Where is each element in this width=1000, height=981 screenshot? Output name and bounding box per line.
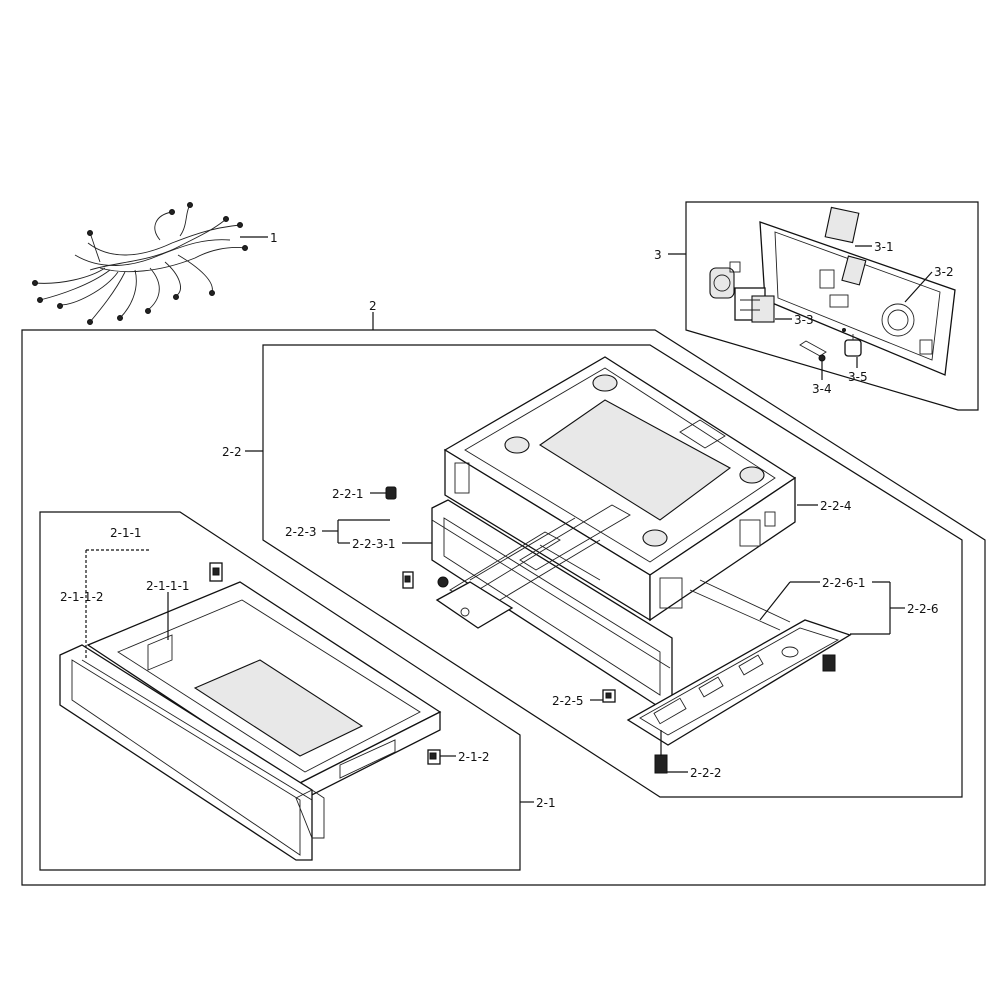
- control-module-part: [759, 206, 956, 376]
- switch-knob-part: [709, 261, 741, 299]
- label-3-1: 3-1: [874, 240, 894, 254]
- label-2-2-3: 2-2-3: [285, 525, 317, 539]
- label-2-2-6-1: 2-2-6-1: [822, 576, 866, 590]
- warming-drawer-part: [59, 581, 442, 861]
- label-3-2: 3-2: [934, 265, 954, 279]
- wire-harness-part: [32, 202, 248, 325]
- label-2: 2: [369, 299, 377, 313]
- label-2-2-5: 2-2-5: [552, 694, 584, 708]
- label-2-1-2: 2-1-2: [458, 750, 490, 764]
- label-3: 3: [654, 248, 662, 262]
- label-2-1-1: 2-1-1: [110, 526, 142, 540]
- label-2-1: 2-1: [536, 796, 556, 810]
- callout-labels: 1 2 3 3-1 3-2 3-3 3-4 3-5 2-2 2-2-1 2-2-…: [60, 231, 954, 810]
- clip-2-1-2-part: [427, 749, 441, 765]
- label-2-2: 2-2: [222, 445, 242, 459]
- label-3-3: 3-3: [794, 313, 814, 327]
- label-2-2-1: 2-2-1: [332, 487, 364, 501]
- clip-2-2-3-part: [402, 571, 414, 589]
- clip-2-1-1-part: [209, 562, 223, 582]
- label-2-2-2: 2-2-2: [690, 766, 722, 780]
- label-3-4: 3-4: [812, 382, 832, 396]
- drawer-frame-part: [431, 499, 673, 706]
- thermostat-part: [842, 328, 862, 357]
- label-1: 1: [270, 231, 278, 245]
- label-2-2-6: 2-2-6: [907, 602, 939, 616]
- assembly-3-outline: [685, 201, 979, 411]
- leader-lines: [85, 236, 933, 803]
- label-2-1-1-2: 2-1-1-2: [60, 590, 104, 604]
- base-plate-part: [626, 579, 852, 774]
- clip-2-2-5-part: [602, 689, 616, 703]
- label-2-2-3-1: 2-2-3-1: [352, 537, 396, 551]
- label-2-1-1-1: 2-1-1-1: [146, 579, 190, 593]
- clip-2-2-1-part: [385, 486, 397, 500]
- relay-part: [734, 287, 775, 323]
- label-3-5: 3-5: [848, 370, 868, 384]
- sensor-part: [799, 340, 827, 362]
- drawer-housing-part: [443, 356, 797, 622]
- assembly-2-2-outline: [262, 344, 963, 798]
- assembly-2-outline: [21, 329, 986, 886]
- label-2-2-4: 2-2-4: [820, 499, 852, 513]
